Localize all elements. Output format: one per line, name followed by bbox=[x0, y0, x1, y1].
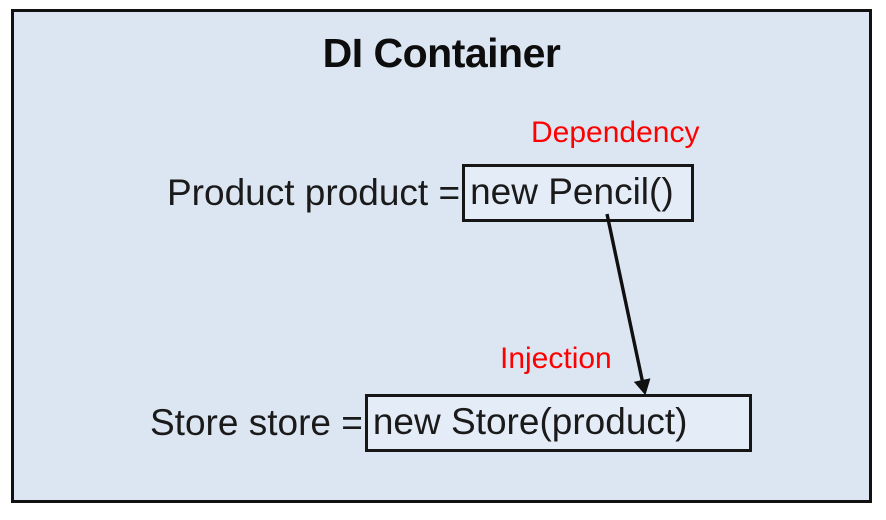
statement-product-lhs: Product product = bbox=[167, 172, 461, 213]
annotation-dependency: Dependency bbox=[531, 116, 700, 149]
code-box-new-store: new Store(product) bbox=[364, 394, 752, 452]
code-box-new-pencil: new Pencil() bbox=[462, 164, 695, 222]
injection-arrow-line bbox=[605, 213, 651, 396]
statement-product: Product product = new Pencil() bbox=[167, 164, 695, 222]
page-title: DI Container bbox=[322, 30, 561, 76]
di-container-panel: DI Container Dependency Product product … bbox=[11, 9, 872, 503]
statement-store: Store store = new Store(product) bbox=[150, 394, 752, 452]
statement-store-lhs: Store store = bbox=[150, 402, 363, 443]
annotation-injection: Injection bbox=[500, 342, 612, 375]
